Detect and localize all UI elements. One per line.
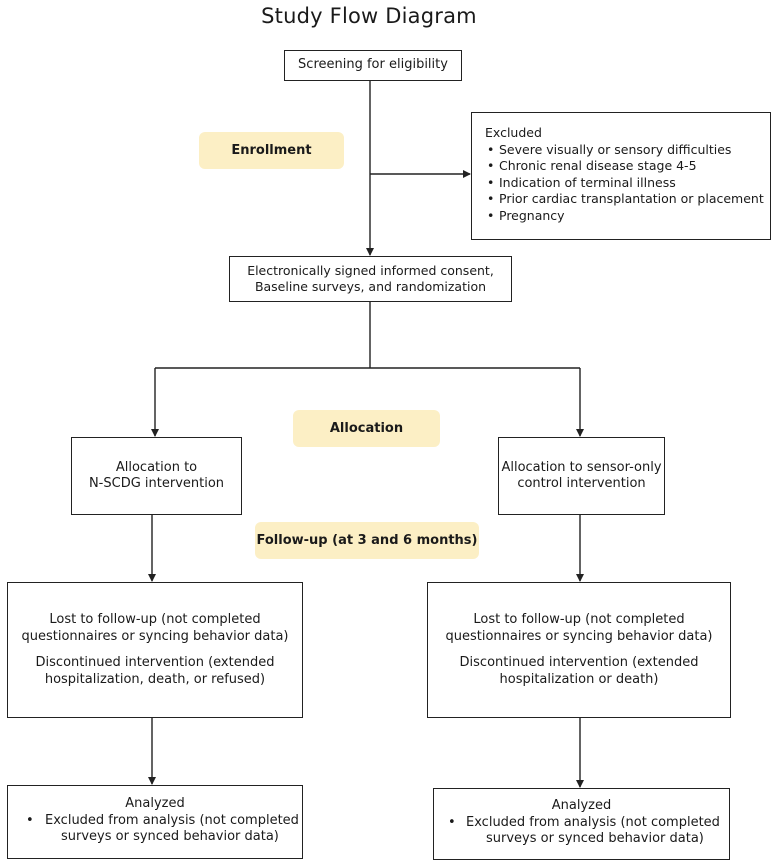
analyzed-item-line: Excluded from analysis (not completed: [466, 814, 720, 830]
lost-line: questionnaires or syncing behavior data): [445, 628, 713, 644]
analyzed-item-line: Excluded from analysis (not completed: [45, 812, 299, 828]
followup-left-box: Lost to follow-up (not completed questio…: [7, 582, 303, 718]
lost-line: Lost to follow-up (not completed: [473, 612, 685, 627]
discontinued-line: hospitalization, death, or refused): [44, 671, 266, 687]
analyzed-left-box: Analyzed • Excluded from analysis (not c…: [7, 785, 303, 859]
analyzed-heading: Analyzed: [551, 798, 612, 813]
phase-enrollment: Enrollment: [199, 132, 344, 169]
lost-line: questionnaires or syncing behavior data): [21, 628, 289, 644]
analyzed-bullet: • Excluded from analysis (not completed …: [434, 815, 729, 848]
consent-line: Electronically signed informed consent,: [247, 262, 494, 278]
excluded-list: Severe visually or sensory difficulties …: [485, 142, 770, 225]
analyzed-right-box: Analyzed • Excluded from analysis (not c…: [433, 788, 730, 860]
excluded-item: Prior cardiac transplantation or placeme…: [485, 191, 770, 208]
excluded-box: Excluded Severe visually or sensory diff…: [471, 112, 771, 240]
allocation-right-line: Allocation to sensor-only: [501, 459, 662, 475]
allocation-right-box: Allocation to sensor-only control interv…: [498, 437, 665, 515]
excluded-item: Severe visually or sensory difficulties: [485, 142, 770, 159]
discontinued-line: Discontinued intervention (extended: [35, 655, 275, 670]
allocation-left-line: N-SCDG intervention: [88, 476, 225, 491]
consent-box: Electronically signed informed consent, …: [229, 256, 512, 302]
allocation-left-line: Allocation to: [115, 459, 198, 475]
analyzed-bullet: • Excluded from analysis (not completed …: [8, 813, 302, 846]
phase-followup: Follow-up (at 3 and 6 months): [255, 522, 479, 559]
consent-line: Baseline surveys, and randomization: [254, 279, 487, 294]
screening-box: Screening for eligibility: [284, 50, 462, 81]
lost-line: Lost to follow-up (not completed: [49, 612, 261, 627]
phase-allocation: Allocation: [293, 410, 440, 447]
discontinued-line: Discontinued intervention (extended: [459, 655, 699, 670]
excluded-item: Chronic renal disease stage 4-5: [485, 158, 770, 175]
analyzed-item-line: surveys or synced behavior data): [61, 829, 279, 844]
discontinued-line: hospitalization or death): [499, 671, 659, 687]
excluded-item: Indication of terminal illness: [485, 175, 770, 192]
analyzed-item-line: surveys or synced behavior data): [486, 831, 704, 846]
followup-right-box: Lost to follow-up (not completed questio…: [427, 582, 731, 718]
excluded-item: Pregnancy: [485, 208, 770, 225]
diagram-title: Study Flow Diagram: [261, 4, 477, 28]
allocation-right-line: control intervention: [517, 476, 646, 491]
analyzed-heading: Analyzed: [125, 796, 185, 811]
screening-label: Screening for eligibility: [298, 57, 448, 73]
excluded-heading: Excluded: [485, 125, 542, 140]
allocation-left-box: Allocation to N-SCDG intervention: [71, 437, 242, 515]
